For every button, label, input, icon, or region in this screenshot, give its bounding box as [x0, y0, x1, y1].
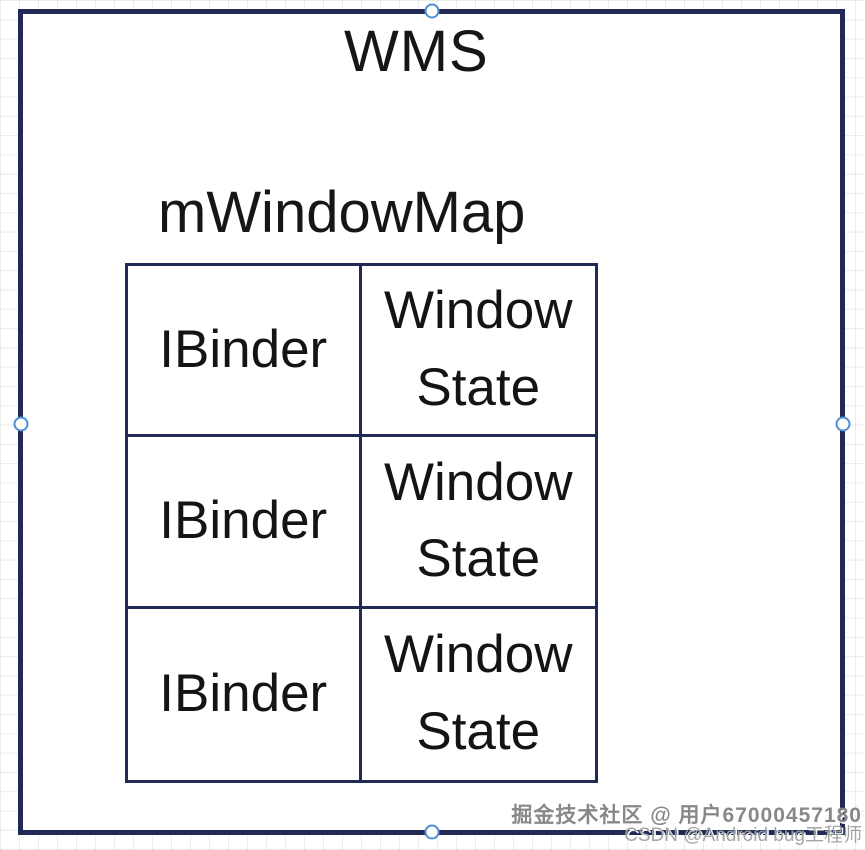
resize-handle-left[interactable] — [13, 416, 29, 432]
watermark-juejin: 掘金技术社区 @ 用户67000457180 — [511, 804, 862, 827]
table-cell-ibinder: IBinder — [128, 608, 362, 780]
window-map-table: IBinder Window State IBinder Window Stat… — [125, 263, 598, 783]
table-cell-windowstate: Window State — [383, 625, 573, 762]
wms-title: WMS — [344, 19, 489, 84]
table-cell-ibinder: IBinder — [128, 266, 362, 438]
watermark-csdn: CSDN @Android bug工程师 — [624, 825, 862, 846]
resize-handle-right[interactable] — [835, 416, 851, 432]
resize-handle-top[interactable] — [424, 3, 440, 19]
table-cell-windowstate: Window State — [361, 266, 595, 438]
table-cell-windowstate: Window State — [361, 437, 595, 609]
resize-handle-bottom[interactable] — [424, 824, 440, 840]
table-cell-ibinder: IBinder — [128, 437, 362, 609]
mwindowmap-label: mWindowMap — [158, 180, 526, 245]
